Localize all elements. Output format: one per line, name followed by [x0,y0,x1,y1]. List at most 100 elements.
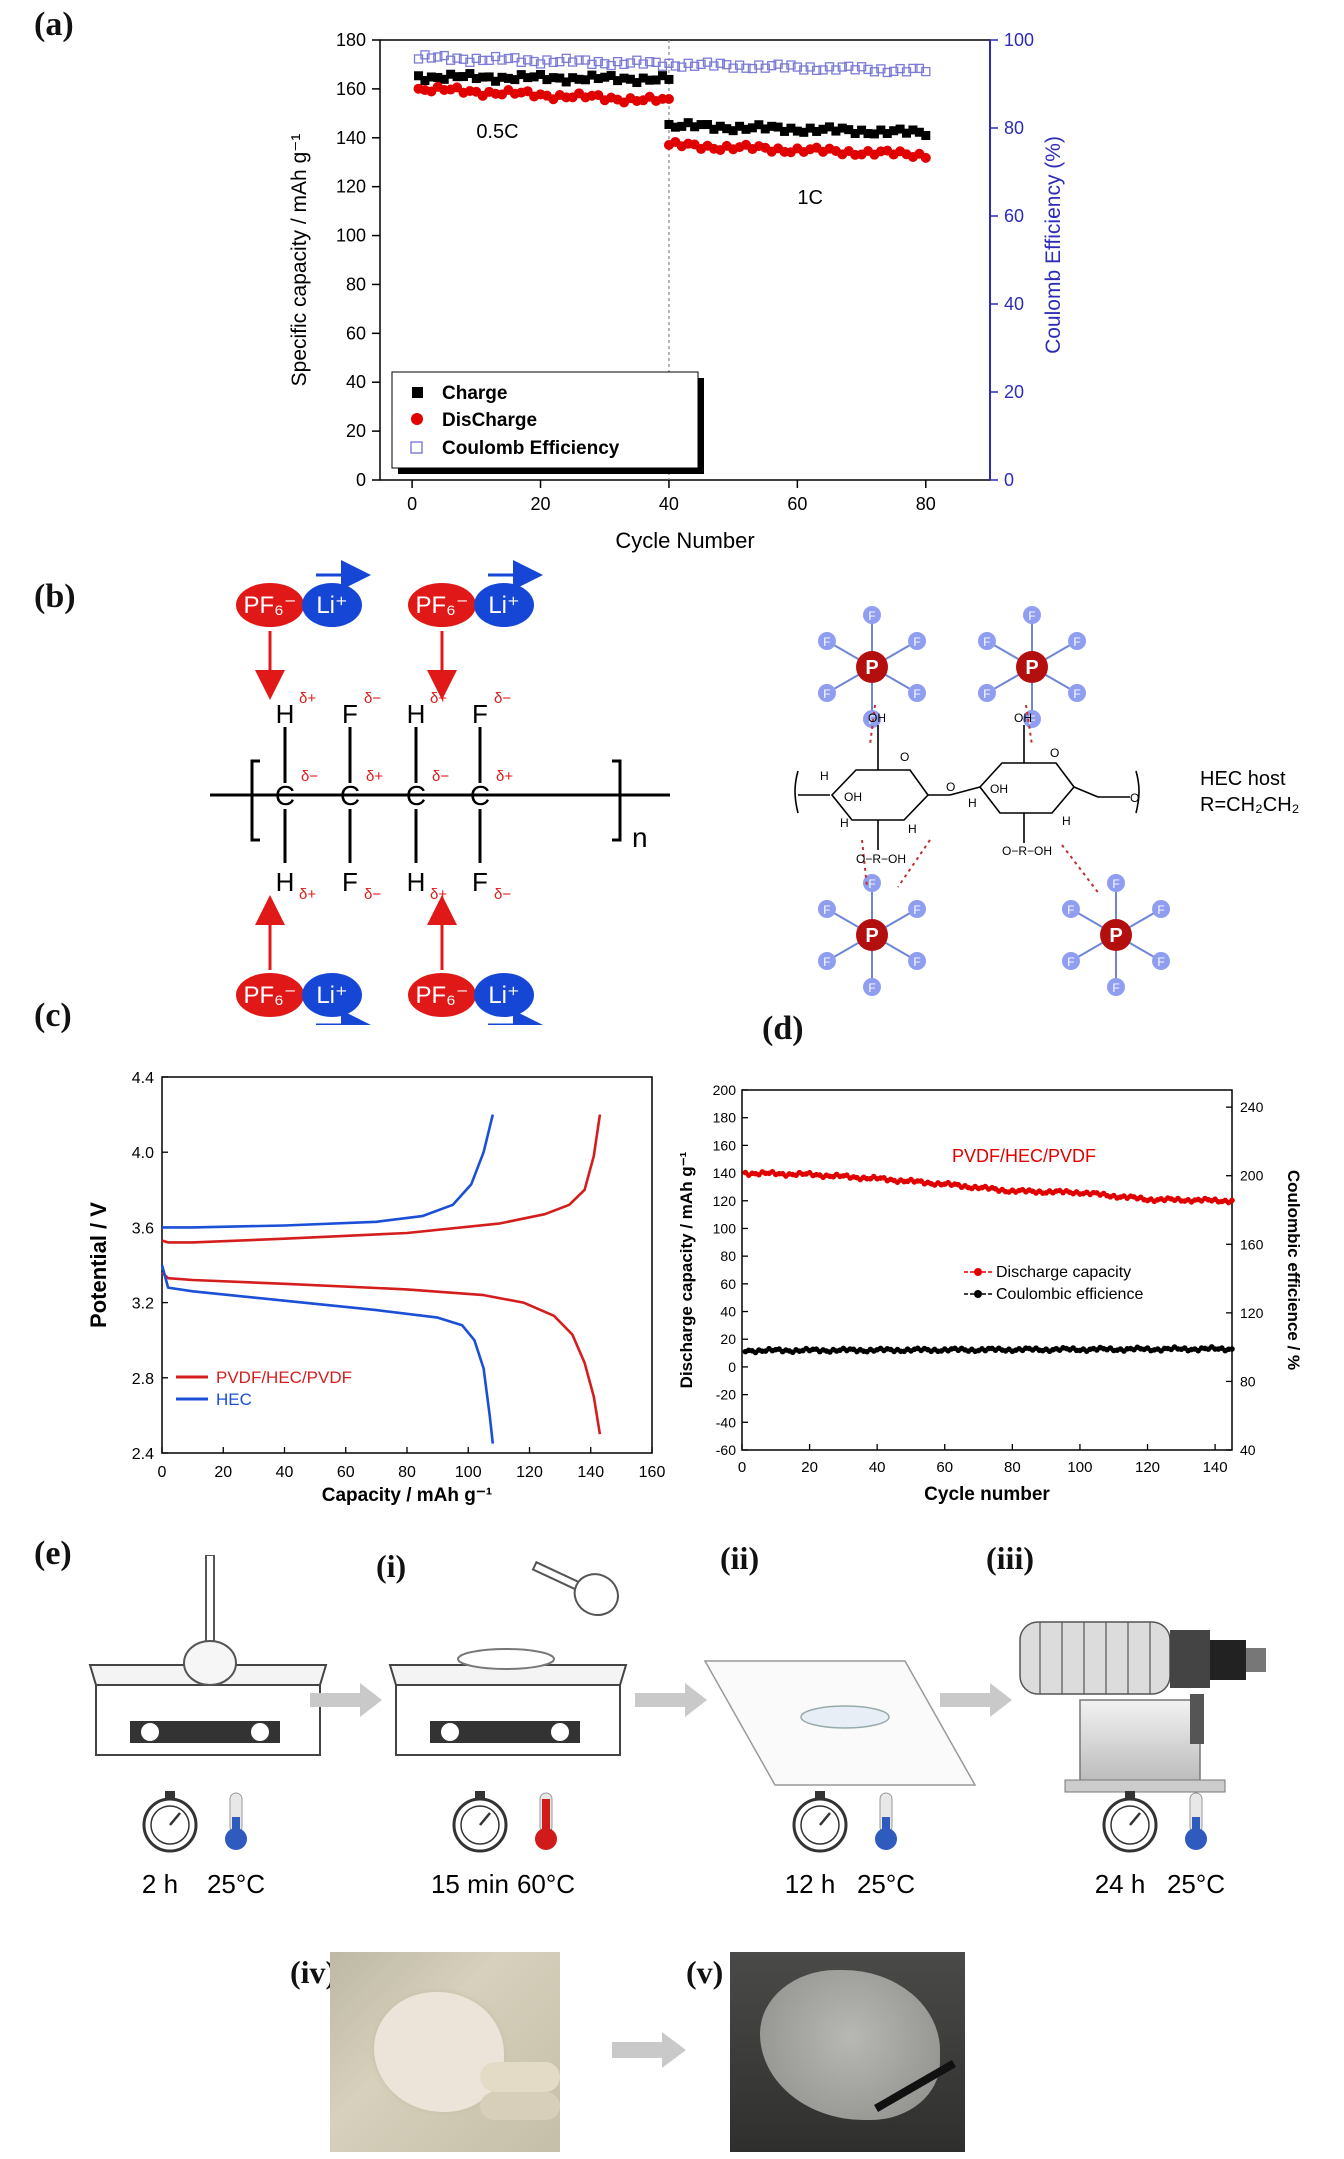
chart-c-xtick-label: 140 [577,1464,604,1481]
charge-point [645,75,655,85]
phosphorus-label: P [865,657,878,679]
charge-point [722,124,732,134]
stopwatch-icon [142,1791,198,1853]
charge-point [600,72,610,82]
charge-point [638,73,648,83]
coulomb-point [850,65,860,75]
partial-charge: δ+ [299,886,316,903]
svg-text:O: O [900,750,909,764]
coulomb-point [548,57,559,68]
fluorine-label: F [823,687,830,701]
coulomb-point [445,55,456,65]
fluorine-label: F [913,903,920,917]
chart-c-xtick-label: 160 [639,1464,666,1481]
charge-point [728,126,738,136]
chart-a-ytick-label: 140 [336,128,366,148]
step-label-i: (i) [376,1548,407,1584]
fluorine-label: F [1067,955,1074,969]
chart-c-legend: PVDF/HEC/PVDF HEC [176,1368,352,1409]
charge-point [664,74,674,84]
chart-a-ytick-label: 40 [346,372,366,392]
fluorine-atom [863,606,881,624]
fluorine-atom [817,900,836,918]
chart-d-xtick-label: 140 [1203,1459,1228,1476]
coulomb-point [645,57,655,67]
fluorine-label: F [1028,713,1035,727]
charge-point [664,119,674,129]
atom-top: F [342,699,358,729]
chart-d-xtick-label: 100 [1067,1459,1092,1476]
fluorine-atom [863,978,881,996]
coulomb-point [767,61,777,71]
coulomb-point [908,63,918,74]
charge-point [658,71,668,81]
volumetric-flask-icon [183,1555,237,1686]
charge-point [876,125,886,135]
coulomb-point [696,59,706,69]
charge-point [471,74,481,84]
chart-a-xtick-label: 20 [531,494,551,514]
chart-a-ytick-label: 0 [356,470,366,490]
fluorine-atom [908,684,927,702]
svg-text:H: H [908,822,917,836]
coulomb-point [503,53,514,64]
legend-label-discharge: Discharge capacity [996,1264,1131,1281]
discharge-point [1229,1197,1235,1204]
charge-point [587,70,597,80]
partial-charge: δ+ [430,690,447,707]
charge-point [555,73,565,83]
charge-point [863,129,873,139]
coulomb-point [824,62,835,72]
coulomb-point [497,55,507,65]
chart-d-ytick-label: 0 [728,1359,736,1375]
legend-label-discharge: DisCharge [442,410,537,431]
svg-text:H: H [1062,814,1071,828]
fluorine-label: F [1028,609,1035,623]
condition-temp: 25°C [207,1869,265,1899]
discharge-point [663,93,674,104]
charge-point [844,125,854,135]
condition-time: 12 h [785,1869,836,1899]
chart-c-xtick-label: 0 [158,1464,167,1481]
phosphorus-atom [1016,651,1048,683]
fluorine-label: F [1112,981,1119,995]
fluorine-label: F [1157,903,1164,917]
charge-point [857,125,867,135]
process-arrow [940,1683,1012,1717]
charge-point [465,69,475,79]
chart-d-y2tick-label: 80 [1240,1373,1256,1389]
rotator-machine-icon [1019,1621,1266,1793]
hec-host-label: HEC host [1200,768,1286,790]
chart-c-xtick-label: 60 [337,1464,355,1481]
hotplate-icon [388,1648,628,1756]
chart-d-y2label: Coulombic efficience / % [1284,1170,1303,1370]
chart-c-ylabel: Potential / V [86,1202,111,1328]
legend-marker-discharge [974,1268,982,1276]
charge-point [715,121,725,131]
charge-point [439,74,449,84]
charge-point [497,72,507,82]
svg-text:Li⁺: Li⁺ [316,982,347,1009]
fluorine-atom [1152,952,1171,970]
chart-a-ytick-label: 80 [346,274,366,294]
charge-point [491,76,501,86]
phosphorus-label: P [1109,925,1122,947]
process-arrow [310,1683,382,1717]
pf6-ion [236,973,304,1017]
coulomb-point [555,57,565,67]
pf6-ion [408,583,476,627]
fluorine-atom [1068,684,1087,702]
coulomb-point [458,54,469,64]
chart-d-ytick-label: 80 [720,1248,736,1264]
coulomb-point [567,57,578,67]
panel-label-c: (c) [34,997,72,1034]
pf6-ion [236,583,304,627]
fluorine-atom [817,684,836,702]
charge-point [908,125,918,135]
